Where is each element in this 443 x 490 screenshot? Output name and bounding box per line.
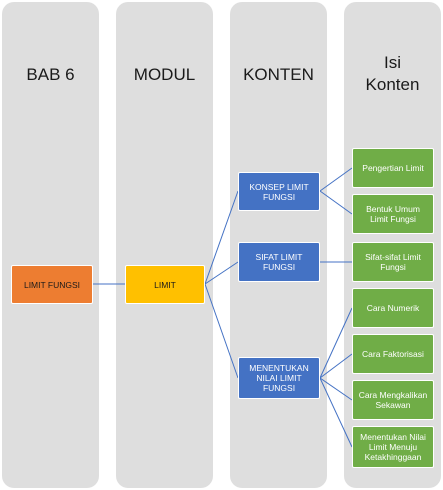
column-title-modul: MODUL — [133, 65, 196, 84]
node-sifat-limit-fungsi[interactable]: SIFAT LIMIT FUNGSI — [238, 242, 320, 282]
node-bentuk-umum-limit-fungsi[interactable]: Bentuk Umum Limit Fungsi — [352, 194, 434, 234]
connector-konsep-bentuk — [319, 190, 353, 215]
node-menentukan-nilai-limit-menuju-ketakhinggaan[interactable]: Menentukan Nilai Limit Menuju Ketakhingg… — [352, 426, 434, 468]
node-limit[interactable]: LIMIT — [125, 265, 205, 304]
connector-menentukan-ketakhinggaan — [319, 377, 353, 448]
connector-menentukan-numerik — [319, 307, 353, 379]
connector-modul-sifat — [204, 261, 239, 285]
node-konsep-limit-fungsi[interactable]: KONSEP LIMIT FUNGSI — [238, 172, 320, 211]
node-limit-fungsi[interactable]: LIMIT FUNGSI — [11, 265, 93, 304]
connector-konsep-pengertian — [319, 167, 353, 192]
node-cara-mengkalikan-sekawan[interactable]: Cara Mengkalikan Sekawan — [352, 380, 434, 420]
connector-menentukan-faktorisasi — [319, 353, 353, 379]
column-bab: BAB 6 — [2, 2, 99, 488]
connector-menentukan-sekawan — [319, 377, 353, 401]
node-menentukan-nilai-limit-fungsi[interactable]: MENENTUKAN NILAI LIMIT FUNGSI — [238, 357, 320, 399]
node-pengertian-limit[interactable]: Pengertian Limit — [352, 148, 434, 188]
column-title-isi-konten: Isi Konten — [365, 53, 420, 94]
node-cara-numerik[interactable]: Cara Numerik — [352, 288, 434, 328]
connector-modul-menentukan — [204, 283, 239, 379]
connector-modul-konsep — [204, 190, 239, 285]
column-modul: MODUL — [116, 2, 213, 488]
node-cara-faktorisasi[interactable]: Cara Faktorisasi — [352, 334, 434, 374]
node-sifat-sifat-limit-fungsi[interactable]: Sifat-sifat Limit Fungsi — [352, 242, 434, 282]
column-title-bab: BAB 6 — [26, 65, 75, 84]
column-title-konten: KONTEN — [243, 65, 314, 84]
